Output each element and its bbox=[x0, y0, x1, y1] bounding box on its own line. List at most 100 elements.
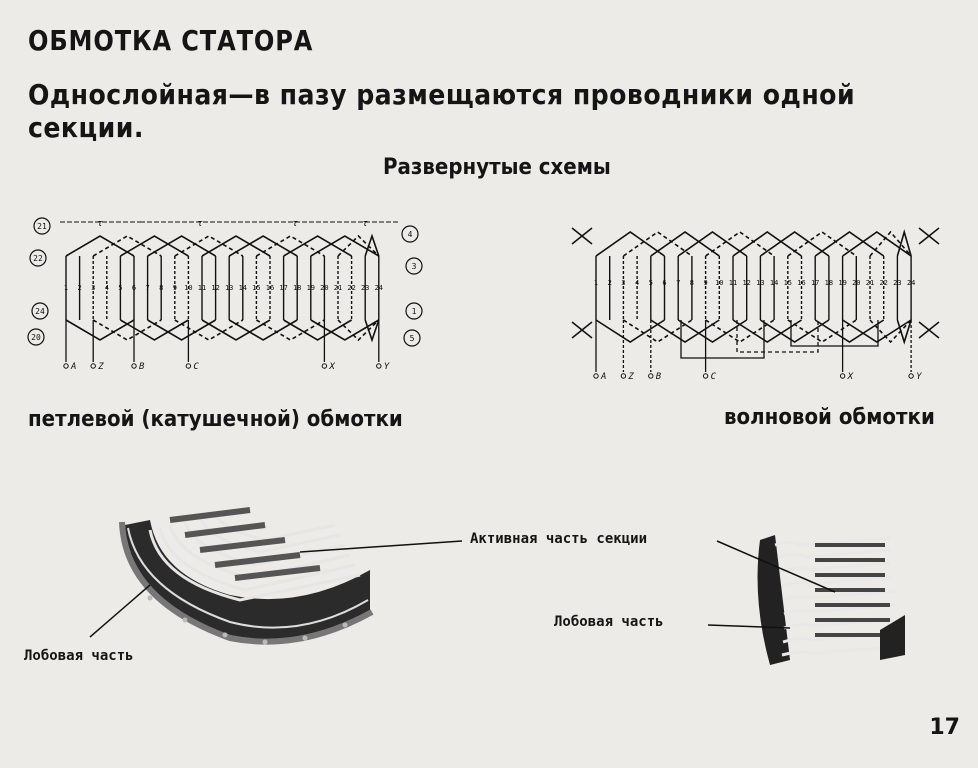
end-connection-top bbox=[595, 231, 665, 257]
slot-number: 7 bbox=[676, 279, 680, 287]
terminal-point bbox=[593, 373, 599, 379]
terminal-point bbox=[63, 363, 69, 369]
slot-number: 5 bbox=[649, 279, 653, 287]
end-connection-bottom bbox=[759, 319, 830, 343]
wave-winding-caption: волновой обмотки bbox=[724, 405, 935, 430]
terminal-label: X bbox=[847, 372, 854, 382]
end-connection-top bbox=[201, 235, 271, 257]
circled-number-left-label: 22 bbox=[33, 254, 43, 263]
page-number: 17 bbox=[929, 715, 960, 740]
terminal-point bbox=[376, 363, 382, 369]
slot-number: 6 bbox=[662, 279, 666, 287]
slot-number: 14 bbox=[770, 279, 778, 287]
terminal-point bbox=[90, 363, 96, 369]
slot-number: 21 bbox=[334, 284, 342, 292]
slot-number: 9 bbox=[173, 284, 177, 292]
slot-number: 2 bbox=[77, 284, 81, 292]
end-connection-bottom bbox=[337, 319, 380, 342]
slot-number: 8 bbox=[690, 279, 694, 287]
end-connection-top bbox=[283, 235, 353, 257]
slot-number: 15 bbox=[252, 284, 260, 292]
circled-number-right bbox=[403, 329, 421, 347]
loop-winding-photo bbox=[89, 507, 463, 645]
terminal-point bbox=[702, 373, 709, 379]
end-connection-top bbox=[119, 235, 189, 257]
circled-number-right bbox=[405, 257, 423, 275]
terminal-label: A bbox=[600, 372, 606, 382]
slot-number: 11 bbox=[198, 284, 206, 292]
slot-number: 13 bbox=[756, 279, 764, 287]
end-connection-bottom bbox=[65, 319, 135, 341]
end-connection-bottom bbox=[119, 319, 189, 341]
circled-number-left-label: 21 bbox=[37, 222, 47, 231]
slot-number: 23 bbox=[893, 279, 901, 287]
wave-connector bbox=[736, 320, 819, 353]
terminal-label: Y bbox=[916, 372, 922, 382]
slot-number: 3 bbox=[621, 279, 625, 287]
pole-pitch-label: τ bbox=[197, 219, 203, 229]
end-connection-top bbox=[228, 235, 298, 257]
terminal-label: A bbox=[70, 362, 76, 372]
terminal-label: B bbox=[139, 362, 145, 372]
circled-number-right-label: 5 bbox=[410, 334, 415, 343]
end-connection-bottom bbox=[92, 319, 162, 341]
end-connection-top bbox=[759, 231, 830, 257]
slot-number: 1 bbox=[594, 279, 598, 287]
wave-end-cross bbox=[571, 321, 593, 339]
circled-number-left bbox=[33, 217, 51, 235]
end-connection-bottom bbox=[896, 319, 912, 345]
page-title: ОБМОТКА СТАТОРА bbox=[28, 24, 314, 57]
end-connection-top bbox=[364, 233, 380, 257]
slot-number: 18 bbox=[293, 284, 301, 292]
end-connection-bottom bbox=[732, 319, 802, 343]
end-connection-bottom bbox=[174, 319, 244, 341]
loop-winding-caption: петлевой (катушечной) обмотки bbox=[28, 407, 403, 432]
slot-number: 10 bbox=[184, 284, 192, 292]
slot-number: 7 bbox=[145, 284, 149, 292]
slot-number: 1 bbox=[64, 284, 68, 292]
terminal-label: Z bbox=[627, 372, 634, 382]
end-connection-top bbox=[92, 235, 162, 257]
slot-number: 16 bbox=[797, 279, 805, 287]
end-connection-bottom bbox=[787, 319, 857, 343]
circled-number-right bbox=[405, 302, 423, 320]
terminal-point bbox=[908, 373, 914, 379]
end-connection-top bbox=[705, 231, 775, 257]
slot-number: 16 bbox=[266, 284, 274, 292]
circled-number-left-label: 24 bbox=[35, 307, 45, 316]
end-connection-top bbox=[869, 230, 912, 257]
end-connection-bottom bbox=[814, 319, 885, 343]
wave-winding-photo bbox=[707, 535, 905, 665]
circled-number-left bbox=[31, 302, 49, 320]
slot-number: 12 bbox=[211, 284, 219, 292]
pole-pitch-label: τ bbox=[97, 219, 103, 229]
active-part-label: Активная часть секции bbox=[470, 531, 648, 547]
slot-number: 9 bbox=[703, 279, 707, 287]
pole-pitch-label: τ bbox=[362, 219, 368, 229]
end-connection-bottom bbox=[650, 319, 720, 343]
slot-number: 4 bbox=[635, 279, 639, 287]
slot-number: 24 bbox=[375, 284, 383, 292]
slot-number: 19 bbox=[838, 279, 846, 287]
end-connection-bottom bbox=[147, 319, 217, 341]
terminal-label: Y bbox=[384, 362, 390, 372]
end-connection-bottom bbox=[283, 319, 353, 341]
page-subtitle: Однослойная—в пазу размещаются проводник… bbox=[28, 78, 856, 144]
end-connection-bottom bbox=[228, 319, 298, 341]
terminal-label: X bbox=[328, 362, 335, 372]
terminal-point bbox=[620, 373, 627, 379]
terminal-label: B bbox=[656, 372, 662, 382]
end-connection-top bbox=[337, 234, 380, 257]
pole-pitch-label: τ bbox=[292, 219, 298, 229]
slot-number: 13 bbox=[225, 284, 233, 292]
end-connection-top bbox=[896, 229, 912, 257]
slot-number: 18 bbox=[825, 279, 833, 287]
slot-number: 12 bbox=[742, 279, 750, 287]
wave-end-cross bbox=[918, 321, 940, 339]
terminal-point bbox=[648, 373, 654, 379]
slot-number: 3 bbox=[91, 284, 95, 292]
end-connection-top bbox=[814, 231, 885, 257]
slot-number: 22 bbox=[879, 279, 887, 287]
end-part-label-right: Лобовая часть bbox=[554, 614, 664, 630]
